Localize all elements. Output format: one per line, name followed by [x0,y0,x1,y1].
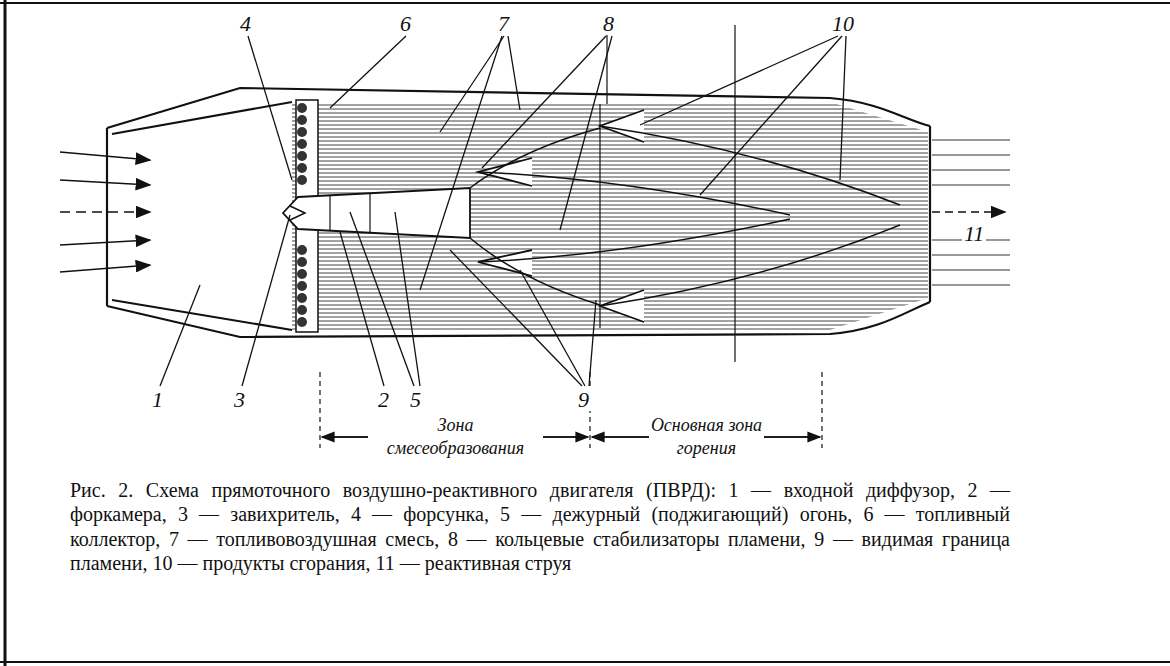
callout-number: 4 [238,12,253,35]
zone-label: Зона смесеобразования [368,414,543,461]
figure-caption: Рис. 2. Схема прямоточного воздушно-реак… [70,478,1010,576]
zone-label: Основная зона горения [649,414,764,461]
callout-number: 7 [496,12,511,35]
callout-number: 5 [408,388,423,411]
callout-number: 10 [830,12,856,35]
callout-number: 1 [150,388,165,411]
callout-number: 2 [376,388,391,411]
callout-number: 8 [601,12,616,35]
callout-number: 3 [232,388,247,411]
callout-number: 11 [962,222,986,245]
callout-number: 6 [398,12,413,35]
callout-number: 9 [576,388,591,411]
